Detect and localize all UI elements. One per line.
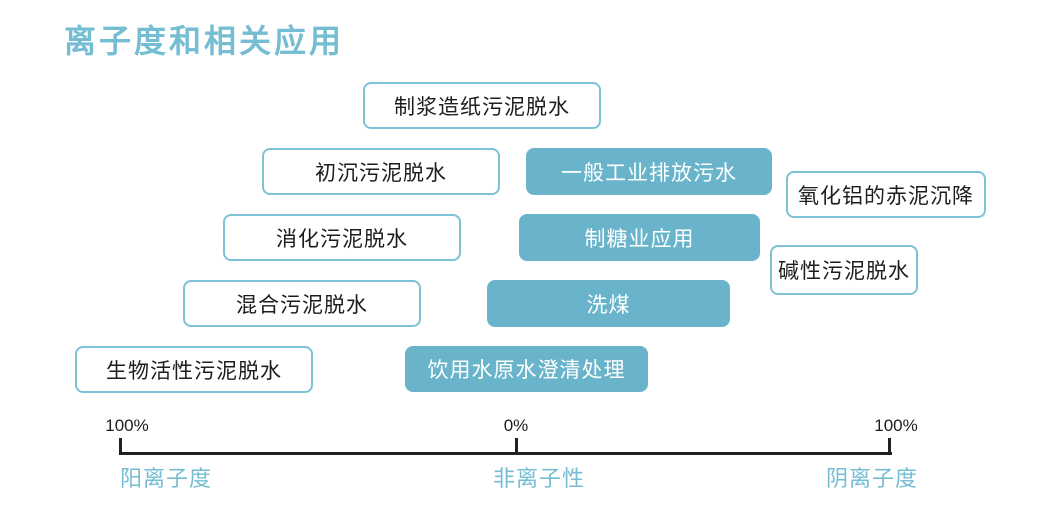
axis-tick-anionic-100 — [888, 438, 891, 455]
app-box-digested-sludge-dewatering: 消化污泥脱水 — [223, 214, 461, 261]
app-box-mixed-sludge-dewatering: 混合污泥脱水 — [183, 280, 421, 327]
app-box-drinking-water-clarification: 饮用水原水澄清处理 — [405, 346, 648, 392]
app-box-alkaline-sludge-dewatering: 碱性污泥脱水 — [770, 245, 918, 295]
axis-tick-label-center: 0% — [503, 416, 529, 435]
app-box-alumina-red-mud-settling: 氧化铝的赤泥沉降 — [786, 171, 986, 218]
axis-tick-label-right: 100% — [874, 416, 918, 435]
axis-category-anionic: 阴离子度 — [825, 466, 918, 491]
axis-tick-label-left: 100% — [105, 416, 149, 435]
page-title: 离子度和相关应用 — [64, 23, 345, 59]
app-box-industrial-wastewater: 一般工业排放污水 — [526, 148, 772, 195]
ionicity-axis-line — [120, 452, 892, 455]
axis-tick-nonionic-0 — [515, 438, 518, 455]
app-box-sugar-industry: 制糖业应用 — [519, 214, 760, 261]
app-box-coal-washing: 洗煤 — [487, 280, 730, 327]
app-box-primary-sludge-dewatering: 初沉污泥脱水 — [262, 148, 500, 195]
app-box-bio-activated-sludge: 生物活性污泥脱水 — [75, 346, 313, 393]
app-box-pulp-paper-sludge-dewatering: 制浆造纸污泥脱水 — [363, 82, 601, 129]
axis-tick-cationic-100 — [119, 438, 122, 455]
axis-category-nonionic: 非离子性 — [492, 466, 585, 491]
axis-category-cationic: 阳离子度 — [120, 466, 213, 491]
